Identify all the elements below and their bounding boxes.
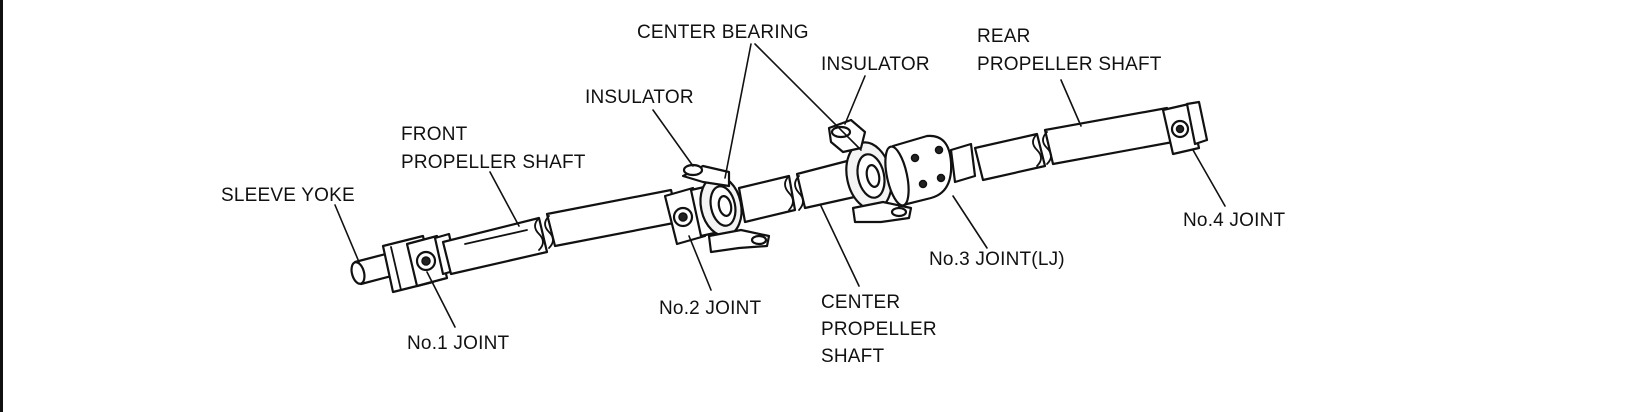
propeller-shaft-diagram: SLEEVE YOKE FRONT PROPELLER SHAFT No.1 J… [221, 22, 1285, 367]
label-rear-shaft-line1: REAR [977, 26, 1031, 47]
label-no2-joint: No.2 JOINT [659, 298, 761, 319]
leader-insulator-left [652, 109, 694, 167]
label-center-bearing: CENTER BEARING [637, 22, 809, 43]
center-propeller-shaft [737, 158, 861, 224]
leader-center-bearing-a [724, 43, 752, 179]
leader-front-shaft [489, 171, 520, 227]
leader-center-shaft [820, 205, 860, 287]
leader-no1-joint [426, 271, 456, 328]
label-no1-joint: No.1 JOINT [407, 333, 509, 354]
label-no3-joint: No.3 JOINT(LJ) [929, 249, 1065, 270]
rear-propeller-shaft [973, 106, 1175, 182]
label-sleeve-yoke: SLEEVE YOKE [221, 185, 355, 206]
leader-center-bearing-b [754, 43, 862, 151]
no3-joint-lj [884, 134, 977, 208]
label-center-shaft-line1: CENTER [821, 292, 900, 313]
leader-sleeve-yoke [334, 204, 360, 263]
front-propeller-shaft [441, 188, 681, 276]
label-front-shaft-line1: FRONT [401, 124, 468, 145]
leader-no3-joint [952, 195, 988, 249]
leader-no2-joint [688, 235, 712, 291]
label-front-shaft-line2: PROPELLER SHAFT [401, 152, 586, 173]
leader-rear-shaft [1060, 79, 1082, 127]
leader-lines [334, 43, 1226, 328]
label-rear-shaft-line2: PROPELLER SHAFT [977, 54, 1162, 75]
no4-joint [1161, 100, 1209, 156]
label-insulator-left: INSULATOR [585, 87, 694, 108]
leader-no4-joint [1192, 149, 1226, 207]
leader-insulator-right [844, 75, 866, 125]
propeller-shaft-assembly [350, 100, 1209, 294]
label-no4-joint: No.4 JOINT [1183, 210, 1285, 231]
label-insulator-right: INSULATOR [821, 54, 930, 75]
labels: SLEEVE YOKE FRONT PROPELLER SHAFT No.1 J… [221, 22, 1285, 367]
label-center-shaft-line2: PROPELLER [821, 319, 937, 340]
label-center-shaft-line3: SHAFT [821, 346, 884, 367]
